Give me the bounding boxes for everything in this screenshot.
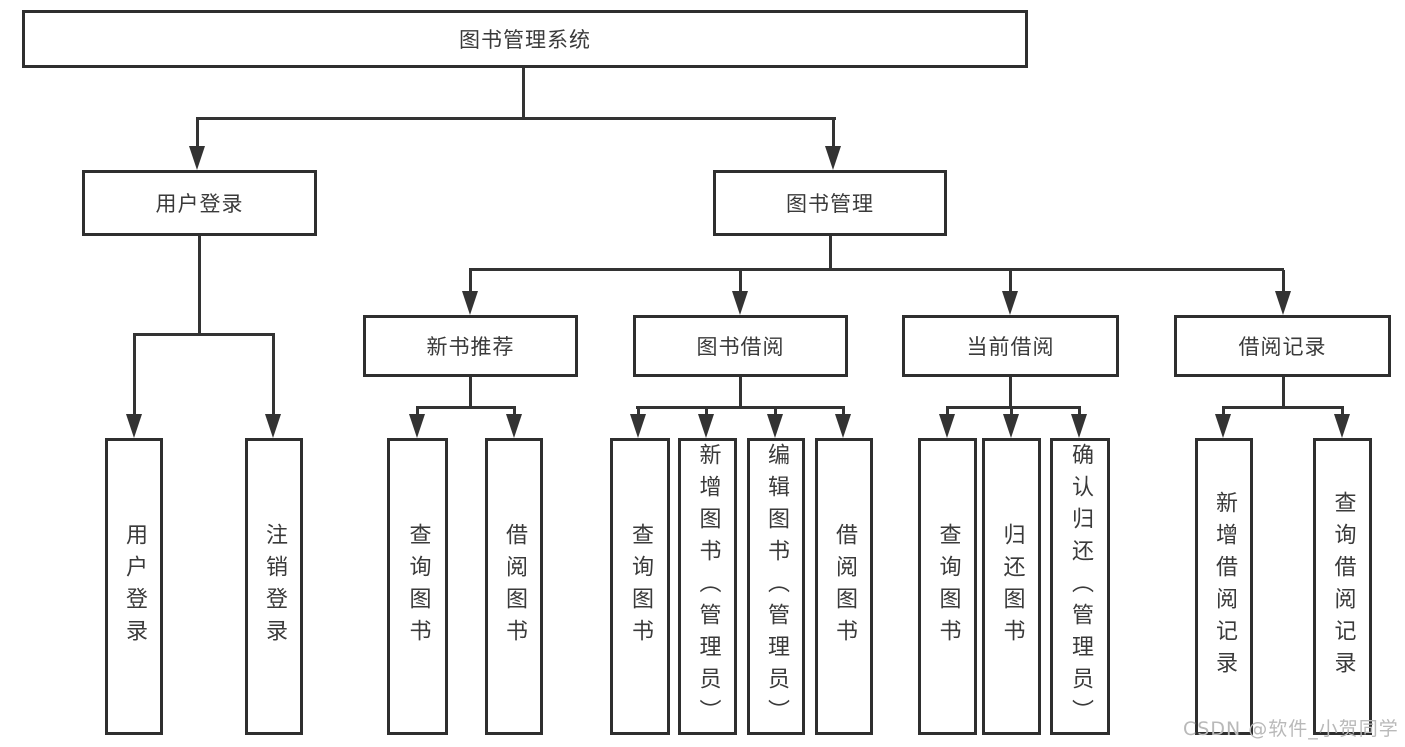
connector-line [469,268,1284,271]
node-root-library-system: 图书管理系统 [22,10,1028,68]
connector-line [196,117,836,120]
leaf-borrow-query-books: 查询图书 [610,438,670,735]
connector-line [513,408,516,417]
arrowhead-icon [939,414,955,438]
connector-line [637,408,640,417]
connector-line [1009,270,1012,293]
leaf-borrow-edit-books: 编辑图书（管理员） [747,438,805,735]
connector-line [946,406,1081,409]
arrowhead-icon [126,414,142,438]
connector-line [469,377,472,408]
leaf-current-return-books: 归还图书 [982,438,1041,735]
connector-line [1282,270,1285,293]
leaf-records-query-record: 查询借阅记录 [1313,438,1372,735]
connector-line [829,236,832,270]
arrowhead-icon [409,414,425,438]
connector-line [636,406,845,409]
leaf-current-confirm-return: 确认归还（管理员） [1050,438,1110,735]
connector-line [946,408,949,417]
connector-line [1341,408,1344,417]
connector-line [416,406,516,409]
node-borrow-records: 借阅记录 [1174,315,1391,377]
leaf-user-login: 用户登录 [105,438,163,735]
connector-line [1222,408,1225,417]
leaf-logout: 注销登录 [245,438,303,735]
arrowhead-icon [1071,414,1087,438]
arrowhead-icon [835,414,851,438]
connector-line [1222,406,1344,409]
connector-line [705,408,708,417]
node-book-borrow: 图书借阅 [633,315,848,377]
watermark: CSDN @软件_小贺同学 [1183,718,1399,740]
connector-line [842,408,845,417]
arrowhead-icon [506,414,522,438]
leaf-recommend-borrow-books: 借阅图书 [485,438,543,735]
connector-line [739,377,742,408]
arrowhead-icon [462,291,478,315]
connector-line [469,270,472,293]
arrowhead-icon [1275,291,1291,315]
arrowhead-icon [1002,291,1018,315]
node-new-book-recommend: 新书推荐 [363,315,578,377]
leaf-borrow-add-books: 新增图书（管理员） [678,438,737,735]
arrowhead-icon [189,146,205,170]
arrowhead-icon [698,414,714,438]
connector-line [416,408,419,417]
connector-line [1078,408,1081,417]
connector-line [774,408,777,417]
node-user-login: 用户登录 [82,170,317,236]
connector-line [272,335,275,416]
leaf-records-add-record: 新增借阅记录 [1195,438,1253,735]
connector-line [522,68,525,119]
connector-line [1009,377,1012,408]
arrowhead-icon [825,146,841,170]
connector-line [1282,377,1285,408]
arrowhead-icon [1334,414,1350,438]
connector-line [739,270,742,293]
connector-line [198,236,201,335]
connector-line [832,119,835,148]
connector-line [196,119,199,148]
arrowhead-icon [1215,414,1231,438]
leaf-current-query-books: 查询图书 [918,438,977,735]
leaf-recommend-query-books: 查询图书 [387,438,448,735]
arrowhead-icon [767,414,783,438]
node-book-management: 图书管理 [713,170,947,236]
arrowhead-icon [265,414,281,438]
arrowhead-icon [630,414,646,438]
node-current-borrow: 当前借阅 [902,315,1119,377]
connector-line [133,333,275,336]
arrowhead-icon [1003,414,1019,438]
arrowhead-icon [732,291,748,315]
leaf-borrow-borrow-books: 借阅图书 [815,438,873,735]
connector-line [1010,408,1013,417]
connector-line [133,335,136,416]
